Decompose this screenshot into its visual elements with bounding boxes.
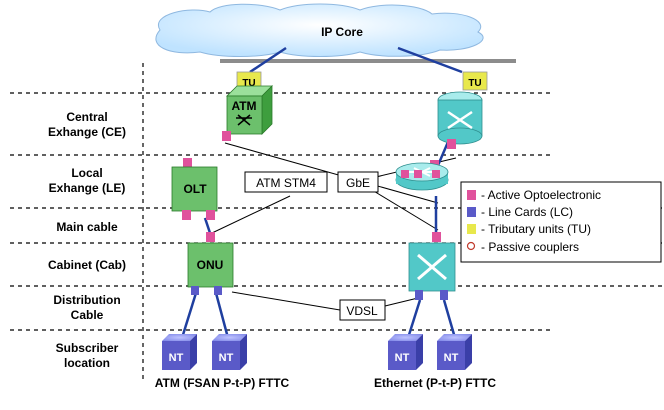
caption-ethernet-fttc: Ethernet (P-t-P) FTTC — [374, 376, 496, 390]
atm-switch: ATM — [222, 85, 273, 141]
ip-core-label: IP Core — [321, 25, 363, 39]
link-label-gbe: GbE — [337, 171, 379, 193]
level-label-sub-2: location — [64, 356, 110, 370]
level-label-le-1: Local — [71, 166, 102, 180]
onu-top-port — [206, 232, 215, 242]
legend-swatch-active — [467, 190, 476, 200]
le-ethernet-switch — [395, 160, 449, 191]
svg-text:NT: NT — [169, 352, 184, 364]
link-label-atm-stm4: ATM STM4 — [244, 171, 328, 193]
le-switch-port-right — [432, 170, 440, 178]
link-cab-nt2 — [442, 299, 457, 339]
svg-text:GbE: GbE — [346, 176, 370, 190]
nt-right-2: NT — [437, 334, 472, 370]
link-gbe-to-switch — [371, 189, 439, 231]
nt-right-1: NT — [388, 334, 423, 370]
level-labels: Central Exhange (CE) Local Exhange (LE) … — [48, 110, 126, 370]
svg-text:ATM STM4: ATM STM4 — [256, 176, 316, 190]
link-olt-onu — [203, 217, 212, 234]
atm-switch-icon — [236, 114, 252, 126]
link-vdsl-to-cab — [384, 297, 419, 307]
legend-label-passive: - Passive couplers — [481, 240, 579, 254]
svg-text:VDSL: VDSL — [346, 304, 378, 318]
left-tu-label: TU — [242, 78, 255, 89]
link-onu-to-vdsl — [231, 291, 341, 311]
right-tu-label: TU — [468, 78, 481, 89]
link-onu-nt1 — [180, 292, 198, 339]
legend: - Active Optoelectronic - Line Cards (LC… — [460, 181, 662, 263]
backbone-bar — [220, 59, 516, 63]
legend-label-tu: - Tributary units (TU) — [481, 222, 591, 236]
link-label-vdsl: VDSL — [339, 299, 386, 321]
cab-line-card-2 — [440, 290, 448, 300]
svg-text:NT: NT — [395, 352, 410, 364]
onu-node: ONU — [187, 232, 234, 295]
olt-bottom-port-2 — [206, 210, 215, 220]
core-router — [437, 91, 483, 149]
level-label-main: Main cable — [56, 220, 118, 234]
nt-left-1: NT — [162, 334, 197, 370]
atm-switch-label: ATM — [231, 99, 256, 113]
link-core-atm — [249, 46, 287, 74]
nt-left-2: NT — [212, 334, 247, 370]
olt-label: OLT — [183, 182, 207, 196]
link-cab-nt1 — [406, 299, 422, 339]
link-core-router — [397, 46, 463, 74]
svg-text:NT: NT — [444, 352, 459, 364]
legend-swatch-line-cards — [467, 207, 476, 217]
onu-label: ONU — [197, 258, 224, 272]
legend-swatch-passive — [466, 241, 476, 251]
level-label-sub-1: Subscriber — [56, 341, 119, 355]
level-label-ce-2: Exhange (CE) — [48, 125, 126, 139]
level-label-le-2: Exhange (LE) — [49, 181, 126, 195]
atm-active-port — [222, 131, 231, 141]
level-label-dist-1: Distribution — [53, 293, 120, 307]
router-icon — [447, 110, 473, 130]
le-switch-port-left — [401, 170, 409, 178]
level-label-cab: Cabinet (Cab) — [48, 258, 126, 272]
legend-box — [460, 181, 662, 263]
ip-core-cloud: IP Core — [155, 3, 484, 57]
right-tu: TU — [462, 71, 488, 91]
olt-node: OLT — [171, 158, 218, 220]
legend-swatch-tu — [467, 224, 476, 234]
legend-label-active: - Active Optoelectronic — [481, 188, 601, 202]
cabinet-switch — [408, 232, 456, 300]
link-onu-to-stm4 — [211, 195, 291, 234]
level-label-dist-2: Cable — [71, 308, 104, 322]
cab-switch-icon — [417, 253, 447, 281]
onu-line-card-1 — [191, 286, 199, 295]
onu-line-card-2 — [214, 286, 222, 295]
link-atm-to-switch — [224, 142, 439, 204]
caption-atm-fttc: ATM (FSAN P-t-P) FTTC — [155, 376, 290, 390]
svg-text:NT: NT — [219, 352, 234, 364]
link-onu-nt2 — [214, 292, 230, 339]
olt-top-port — [183, 158, 192, 167]
le-switch-port-mid — [414, 170, 422, 178]
cab-switch-top-port — [432, 232, 441, 242]
legend-label-line-cards: - Line Cards (LC) — [481, 205, 573, 219]
olt-bottom-port-1 — [182, 210, 191, 220]
cab-line-card-1 — [415, 290, 423, 300]
router-active-port — [447, 139, 456, 149]
level-label-ce-1: Central — [66, 110, 107, 124]
